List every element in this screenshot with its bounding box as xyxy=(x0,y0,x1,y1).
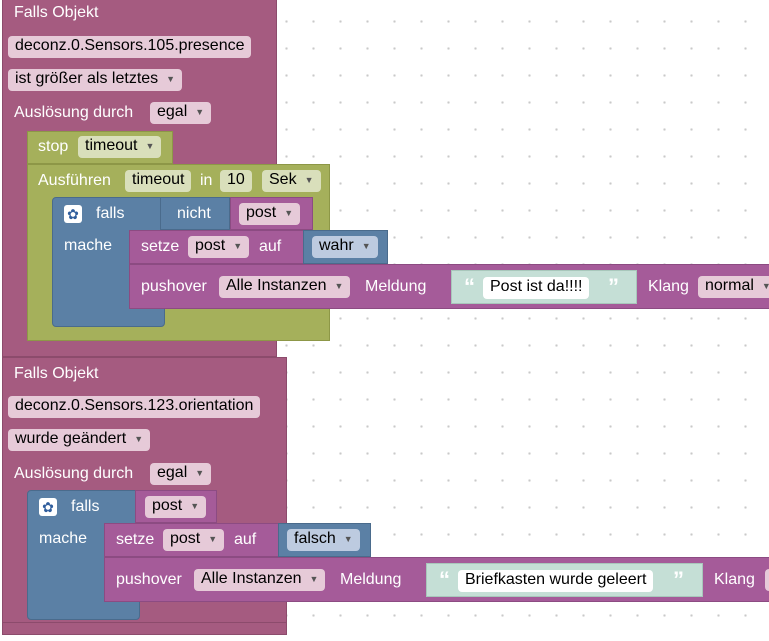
dropdown-arrow-icon: ▼ xyxy=(190,501,200,511)
trigger-dropdown[interactable]: egal▼ xyxy=(150,463,212,485)
dropdown-arrow-icon: ▼ xyxy=(145,141,155,151)
if-variable-block-2[interactable]: post▼ xyxy=(135,490,217,523)
trigger-block-presence-bottom xyxy=(2,344,277,357)
stop-timeout-block[interactable]: stop timeout▼ xyxy=(27,131,173,164)
dropdown-arrow-icon: ▼ xyxy=(195,468,205,478)
gear-icon[interactable]: ✿ xyxy=(64,205,82,223)
if-variable-dropdown[interactable]: post▼ xyxy=(239,203,301,225)
exec-in-label: in xyxy=(200,172,213,189)
dropdown-arrow-icon: ▼ xyxy=(284,208,294,218)
dropdown-arrow-icon: ▼ xyxy=(233,241,243,251)
message-text-field[interactable]: Briefkasten wurde geleert xyxy=(458,570,654,592)
trigger-dropdown[interactable]: egal▼ xyxy=(150,102,212,124)
pushover-sound-dropdown[interactable] xyxy=(765,569,769,591)
trigger-label: Auslösung durch xyxy=(14,104,134,121)
set-variable-dropdown[interactable]: post▼ xyxy=(163,529,225,551)
do-label: mache xyxy=(64,237,113,254)
gear-icon[interactable]: ✿ xyxy=(39,498,57,516)
dropdown-arrow-icon: ▼ xyxy=(208,534,218,544)
bool-block-true[interactable]: wahr▼ xyxy=(303,230,388,264)
pushover-block-1[interactable]: pushover Alle Instanzen▼ Meldung Klang n… xyxy=(129,264,769,309)
do-label: mache xyxy=(39,530,88,547)
text-block-1[interactable]: “ Post ist da!!!! ” xyxy=(451,270,637,304)
object-id-field[interactable]: deconz.0.Sensors.105.presence xyxy=(8,36,252,58)
pushover-instance-dropdown[interactable]: Alle Instanzen▼ xyxy=(219,276,351,298)
quote-open-icon: “ xyxy=(464,274,475,299)
if-label: falls xyxy=(96,205,125,222)
set-to-label: auf xyxy=(259,238,282,255)
condition-dropdown[interactable]: wurde geändert▼ xyxy=(8,429,151,451)
text-block-2[interactable]: “ Briefkasten wurde geleert ” xyxy=(426,563,703,597)
condition-dropdown[interactable]: ist größer als letztes▼ xyxy=(8,69,183,91)
pushover-message-label: Meldung xyxy=(340,571,402,588)
set-variable-block-1[interactable]: setze post▼ auf xyxy=(129,230,307,264)
set-variable-dropdown[interactable]: post▼ xyxy=(188,236,250,258)
quote-open-icon: “ xyxy=(439,567,450,592)
pushover-label: pushover xyxy=(141,278,207,295)
message-text-field[interactable]: Post ist da!!!! xyxy=(483,277,590,299)
pushover-sound-label: Klang xyxy=(714,571,755,588)
bool-block-false[interactable]: falsch▼ xyxy=(278,523,371,557)
trigger-block-orientation-bottom xyxy=(2,622,287,635)
pushover-label: pushover xyxy=(116,571,182,588)
dropdown-arrow-icon: ▼ xyxy=(343,534,353,544)
if-label: falls xyxy=(71,498,100,515)
not-label: nicht xyxy=(177,205,211,222)
trigger-header: Falls Objekt xyxy=(14,365,99,382)
object-id-field[interactable]: deconz.0.Sensors.123.orientation xyxy=(8,396,261,418)
set-label: setze xyxy=(116,531,155,548)
pushover-sound-dropdown[interactable]: normal▼ xyxy=(698,276,769,298)
pushover-sound-label: Klang xyxy=(648,278,689,295)
trigger-header: Falls Objekt xyxy=(14,4,99,21)
set-variable-block-2[interactable]: setze post▼ auf xyxy=(104,523,282,557)
trigger-label: Auslösung durch xyxy=(14,465,134,482)
if-variable-block[interactable]: post▼ xyxy=(230,197,313,230)
exec-unit-dropdown[interactable]: Sek▼ xyxy=(262,170,321,192)
bool-value-dropdown[interactable]: wahr▼ xyxy=(312,236,378,258)
dropdown-arrow-icon: ▼ xyxy=(304,175,314,185)
quote-close-icon: ” xyxy=(673,567,684,592)
if-variable-dropdown[interactable]: post▼ xyxy=(145,496,207,518)
dropdown-arrow-icon: ▼ xyxy=(195,107,205,117)
pushover-message-label: Meldung xyxy=(365,278,427,295)
exec-label: Ausführen xyxy=(38,172,111,189)
set-label: setze xyxy=(141,238,180,255)
quote-close-icon: ” xyxy=(608,274,619,299)
dropdown-arrow-icon: ▼ xyxy=(134,434,144,444)
dropdown-arrow-icon: ▼ xyxy=(334,281,344,291)
exec-timeout-name-field[interactable]: timeout xyxy=(125,170,192,192)
dropdown-arrow-icon: ▼ xyxy=(166,74,176,84)
stop-label: stop xyxy=(38,138,69,155)
not-block[interactable]: nicht xyxy=(160,197,230,230)
dropdown-arrow-icon: ▼ xyxy=(761,281,769,291)
bool-value-dropdown[interactable]: falsch▼ xyxy=(287,529,360,551)
pushover-instance-dropdown[interactable]: Alle Instanzen▼ xyxy=(194,569,326,591)
dropdown-arrow-icon: ▼ xyxy=(361,241,371,251)
set-to-label: auf xyxy=(234,531,257,548)
exec-amount-field[interactable]: 10 xyxy=(220,170,252,192)
dropdown-arrow-icon: ▼ xyxy=(309,574,319,584)
stop-timeout-dropdown[interactable]: timeout▼ xyxy=(78,136,162,158)
